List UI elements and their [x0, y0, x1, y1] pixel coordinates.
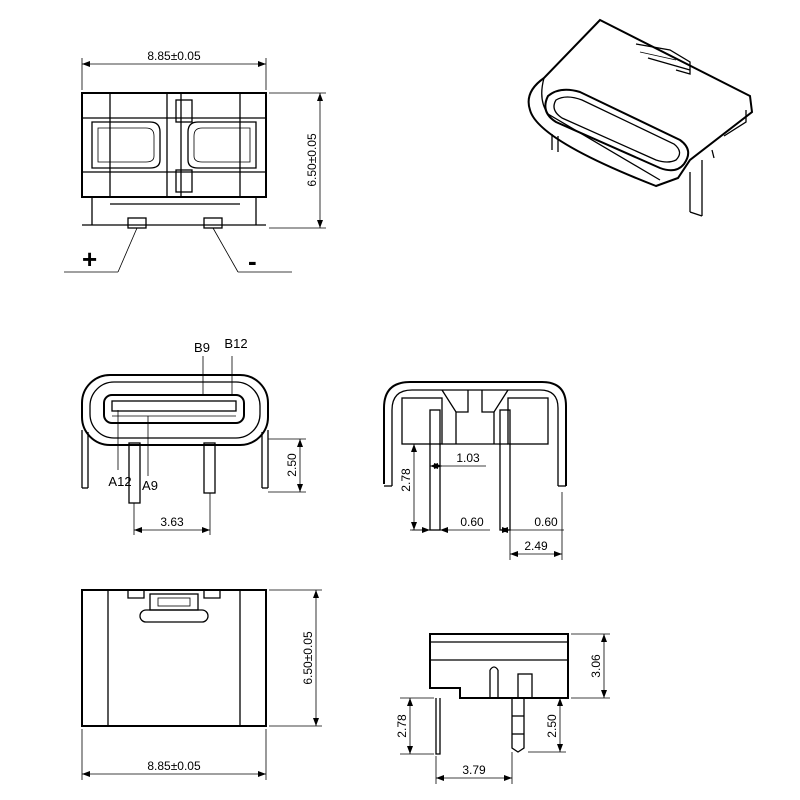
front-pitch-dimension: 3.63: [160, 515, 184, 529]
side-view: 2.78 1.03 0.60 0.60 2.49: [383, 381, 567, 560]
side-leg-height-dimension: 2.78: [399, 468, 413, 492]
top-height-dimension: 6.50±0.05: [305, 133, 319, 187]
front-view: B9 B12 A12 A9 3.63 2.50: [81, 336, 306, 535]
bottom-height-dimension: 6.50±0.05: [301, 631, 315, 685]
side-gap-dimension: 1.03: [456, 451, 480, 465]
side-offset-dimension: 2.49: [524, 539, 548, 553]
isometric-view: [527, 18, 754, 217]
profile-offset-dimension: 3.79: [462, 763, 486, 777]
plus-label: +: [82, 244, 97, 274]
bottom-view: 6.50±0.05 8.85±0.05: [81, 589, 322, 780]
profile-leg-height-dimension: 2.78: [395, 714, 409, 738]
pin-label-a9: A9: [142, 478, 158, 493]
side-pin-width-right-dimension: 0.60: [534, 515, 558, 529]
minus-label: -: [248, 246, 257, 276]
pin-label-a12: A12: [108, 474, 131, 489]
pin-label-b9: B9: [194, 340, 210, 355]
pin-label-b12: B12: [224, 336, 247, 351]
front-height-dimension: 2.50: [285, 453, 299, 477]
top-width-dimension: 8.85±0.05: [147, 49, 201, 63]
profile-height-dimension: 3.06: [589, 654, 603, 678]
top-view: + - 8.85±0.05 6.50±0.05: [64, 49, 326, 276]
profile-view: 3.06 2.78 2.50 3.79: [395, 633, 610, 784]
bottom-width-dimension: 8.85±0.05: [147, 759, 201, 773]
profile-pin-height-dimension: 2.50: [545, 714, 559, 738]
side-pin-width-left-dimension: 0.60: [460, 515, 484, 529]
